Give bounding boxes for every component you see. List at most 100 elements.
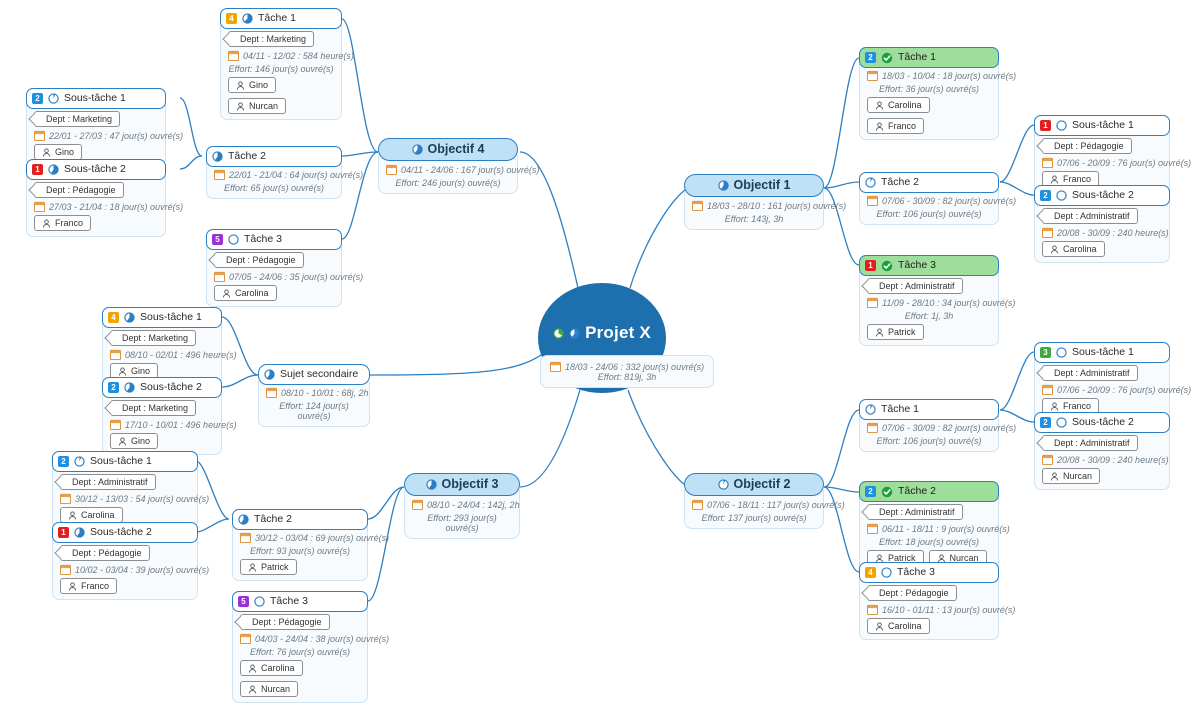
node-detail: Dept : Administratif 07/06 - 20/09 : 76 … bbox=[1034, 359, 1191, 420]
node-header[interactable]: 2 Sous-tâche 1 bbox=[26, 88, 166, 109]
node-header[interactable]: 2 Tâche 2 bbox=[859, 481, 999, 502]
node-tache-3-obj3[interactable]: 5 Tâche 3 Dept : Pédagogie 04/03 - 24/04… bbox=[232, 591, 389, 703]
progress-pie-icon bbox=[425, 479, 437, 490]
node-detail: 04/11 - 24/06 : 167 jour(s) ouvré(s) Eff… bbox=[378, 155, 539, 194]
node-header[interactable]: 1 Sous-tâche 1 bbox=[1034, 115, 1170, 136]
node-dates: 27/03 - 21/04 : 18 jour(s) ouvré(s) bbox=[49, 201, 184, 212]
calendar-icon bbox=[867, 604, 878, 615]
node-sous-tache-2-o3t2[interactable]: 1 Sous-tâche 2 Dept : Pédagogie 10/02 - … bbox=[52, 522, 209, 600]
resource-name: Carolina bbox=[1063, 244, 1097, 254]
progress-pie-icon bbox=[238, 514, 249, 525]
node-header[interactable]: Objectif 4 bbox=[378, 138, 518, 161]
node-sous-tache-2-sujet[interactable]: 2 Sous-tâche 2 Dept : Marketing 17/10 - … bbox=[102, 377, 237, 455]
priority-badge: 2 bbox=[32, 93, 43, 104]
node-dates: 07/06 - 30/09 : 82 jour(s) ouvré(s) bbox=[882, 195, 1017, 206]
node-title: Tâche 3 bbox=[897, 566, 935, 578]
node-detail: Dept : Pédagogie 07/06 - 20/09 : 76 jour… bbox=[1034, 132, 1191, 193]
node-sous-tache-1-sujet[interactable]: 4 Sous-tâche 1 Dept : Marketing 08/10 - … bbox=[102, 307, 237, 385]
node-detail: Dept : Pédagogie 04/03 - 24/04 : 38 jour… bbox=[232, 608, 389, 703]
node-tache-1-obj1[interactable]: 2 Tâche 1 18/03 - 10/04 : 18 jour(s) ouv… bbox=[859, 47, 1016, 140]
node-objectif-3[interactable]: Objectif 3 08/10 - 24/04 : 142j, 2h Effo… bbox=[404, 473, 520, 539]
node-header[interactable]: 2 Sous-tâche 2 bbox=[1034, 412, 1170, 433]
node-title: Sous-tâche 1 bbox=[1072, 346, 1134, 358]
node-effort: Effort: 36 jour(s) ouvré(s) bbox=[878, 84, 980, 94]
node-detail: 18/03 - 10/04 : 18 jour(s) ouvré(s) Effo… bbox=[859, 64, 1016, 140]
node-tache-2-obj1[interactable]: Tâche 2 07/06 - 30/09 : 82 jour(s) ouvré… bbox=[859, 172, 1016, 225]
node-dates: 07/06 - 20/09 : 76 jour(s) ouvré(s) bbox=[1057, 384, 1192, 395]
node-dates: 18/03 - 28/10 : 161 jour(s) ouvré(s) bbox=[707, 200, 847, 211]
node-objectif-4[interactable]: Objectif 4 04/11 - 24/06 : 167 jour(s) o… bbox=[378, 138, 539, 194]
node-title: Tâche 2 bbox=[898, 485, 936, 497]
node-tache-3-obj1[interactable]: 1 Tâche 3 Dept : Administratif 11/09 - 2… bbox=[859, 255, 1015, 346]
node-header[interactable]: Sujet secondaire bbox=[258, 364, 370, 385]
empty-circle-icon bbox=[1056, 120, 1067, 131]
node-detail: 30/12 - 03/04 : 69 jour(s) ouvré(s) Effo… bbox=[232, 526, 389, 581]
node-sous-tache-2-o1t2[interactable]: 2 Sous-tâche 2 Dept : Administratif 20/0… bbox=[1034, 185, 1170, 263]
person-icon bbox=[236, 80, 245, 90]
node-title: Tâche 2 bbox=[881, 176, 919, 188]
resource-name: Nurcan bbox=[249, 101, 279, 111]
node-header[interactable]: 1 Sous-tâche 2 bbox=[52, 522, 198, 543]
empty-circle-icon bbox=[254, 596, 265, 607]
node-objectif-1[interactable]: Objectif 1 18/03 - 28/10 : 161 jour(s) o… bbox=[684, 174, 846, 230]
node-effort: Effort: 1j, 3h bbox=[904, 311, 954, 321]
node-sous-tache-1-o1t2[interactable]: 1 Sous-tâche 1 Dept : Pédagogie 07/06 - … bbox=[1034, 115, 1191, 193]
node-tache-2-obj3[interactable]: Tâche 2 30/12 - 03/04 : 69 jour(s) ouvré… bbox=[232, 509, 389, 581]
node-header[interactable]: 2 Sous-tâche 2 bbox=[1034, 185, 1170, 206]
resource-chip: Franco bbox=[60, 578, 118, 594]
resource-name: Franco bbox=[81, 581, 110, 591]
node-header[interactable]: 2 Sous-tâche 2 bbox=[102, 377, 222, 398]
node-sous-tache-1-o2t1[interactable]: 3 Sous-tâche 1 Dept : Administratif 07/0… bbox=[1034, 342, 1191, 420]
node-tache-2-obj2[interactable]: 2 Tâche 2 Dept : Administratif 06/11 - 1… bbox=[859, 481, 1010, 572]
node-sujet-secondaire[interactable]: Sujet secondaire 08/10 - 10/01 : 68j, 2h… bbox=[258, 364, 370, 427]
resource-chip: Gino bbox=[110, 433, 159, 449]
node-title: Objectif 3 bbox=[441, 477, 499, 491]
node-title: Sous-tâche 2 bbox=[1072, 416, 1134, 428]
node-tache-3-obj4[interactable]: 5 Tâche 3 Dept : Pédagogie 07/05 - 24/06… bbox=[206, 229, 363, 307]
person-icon bbox=[875, 121, 884, 131]
node-title: Sujet secondaire bbox=[280, 368, 359, 380]
empty-circle-icon bbox=[228, 234, 239, 245]
node-header[interactable]: 2 Tâche 1 bbox=[859, 47, 999, 68]
node-title: Tâche 1 bbox=[258, 12, 296, 24]
node-header[interactable]: 5 Tâche 3 bbox=[232, 591, 368, 612]
node-dates: 11/09 - 28/10 : 34 jour(s) ouvré(s) bbox=[882, 297, 1016, 308]
node-header[interactable]: Tâche 1 bbox=[859, 399, 999, 420]
node-effort: Effort: 246 jour(s) ouvré(s) bbox=[395, 178, 501, 188]
node-header[interactable]: 4 Tâche 1 bbox=[220, 8, 342, 29]
node-tache-1-obj4[interactable]: 4 Tâche 1 Dept : Marketing 04/11 - 12/02… bbox=[220, 8, 354, 120]
node-tache-3-obj2[interactable]: 4 Tâche 3 Dept : Pédagogie 16/10 - 01/11… bbox=[859, 562, 1015, 640]
node-objectif-2[interactable]: Objectif 2 07/06 - 18/11 : 117 jour(s) o… bbox=[684, 473, 845, 529]
node-header[interactable]: 2 Sous-tâche 1 bbox=[52, 451, 198, 472]
progress-pie-icon bbox=[264, 369, 275, 380]
node-sous-tache-1-t2[interactable]: 2 Sous-tâche 1 Dept : Marketing 22/01 - … bbox=[26, 88, 183, 166]
node-tache-1-obj2[interactable]: Tâche 1 07/06 - 30/09 : 82 jour(s) ouvré… bbox=[859, 399, 1016, 452]
resource-chip: Nurcan bbox=[1042, 468, 1101, 484]
calendar-icon bbox=[412, 499, 423, 510]
node-sous-tache-1-o3t2[interactable]: 2 Sous-tâche 1 Dept : Administratif 30/1… bbox=[52, 451, 209, 529]
node-header[interactable]: 1 Tâche 3 bbox=[859, 255, 999, 276]
node-header[interactable]: Objectif 1 bbox=[684, 174, 824, 197]
node-header[interactable]: Objectif 3 bbox=[404, 473, 520, 496]
node-header[interactable]: 4 Tâche 3 bbox=[859, 562, 999, 583]
node-sous-tache-2-t2[interactable]: 1 Sous-tâche 2 Dept : Pédagogie 27/03 - … bbox=[26, 159, 183, 237]
node-title: Tâche 3 bbox=[270, 595, 308, 607]
node-tache-2-obj4[interactable]: Tâche 2 22/01 - 21/04 : 64 jour(s) ouvré… bbox=[206, 146, 363, 199]
node-dates: 08/10 - 10/01 : 68j, 2h bbox=[281, 387, 369, 398]
node-header[interactable]: Tâche 2 bbox=[859, 172, 999, 193]
progress-pie-icon bbox=[865, 404, 876, 415]
resource-name: Patrick bbox=[261, 562, 289, 572]
node-dates: 07/06 - 20/09 : 76 jour(s) ouvré(s) bbox=[1057, 157, 1192, 168]
node-header[interactable]: Tâche 2 bbox=[206, 146, 342, 167]
node-header[interactable]: 1 Sous-tâche 2 bbox=[26, 159, 166, 180]
resource-name: Carolina bbox=[888, 621, 922, 631]
node-dates: 30/12 - 13/03 : 54 jour(s) ouvré(s) bbox=[75, 493, 210, 504]
node-header[interactable]: Objectif 2 bbox=[684, 473, 824, 496]
node-header[interactable]: 4 Sous-tâche 1 bbox=[102, 307, 222, 328]
node-header[interactable]: 5 Tâche 3 bbox=[206, 229, 342, 250]
node-sous-tache-2-o2t1[interactable]: 2 Sous-tâche 2 Dept : Administratif 20/0… bbox=[1034, 412, 1170, 490]
node-header[interactable]: 3 Sous-tâche 1 bbox=[1034, 342, 1170, 363]
node-title: Tâche 1 bbox=[881, 403, 919, 415]
node-header[interactable]: Tâche 2 bbox=[232, 509, 368, 530]
